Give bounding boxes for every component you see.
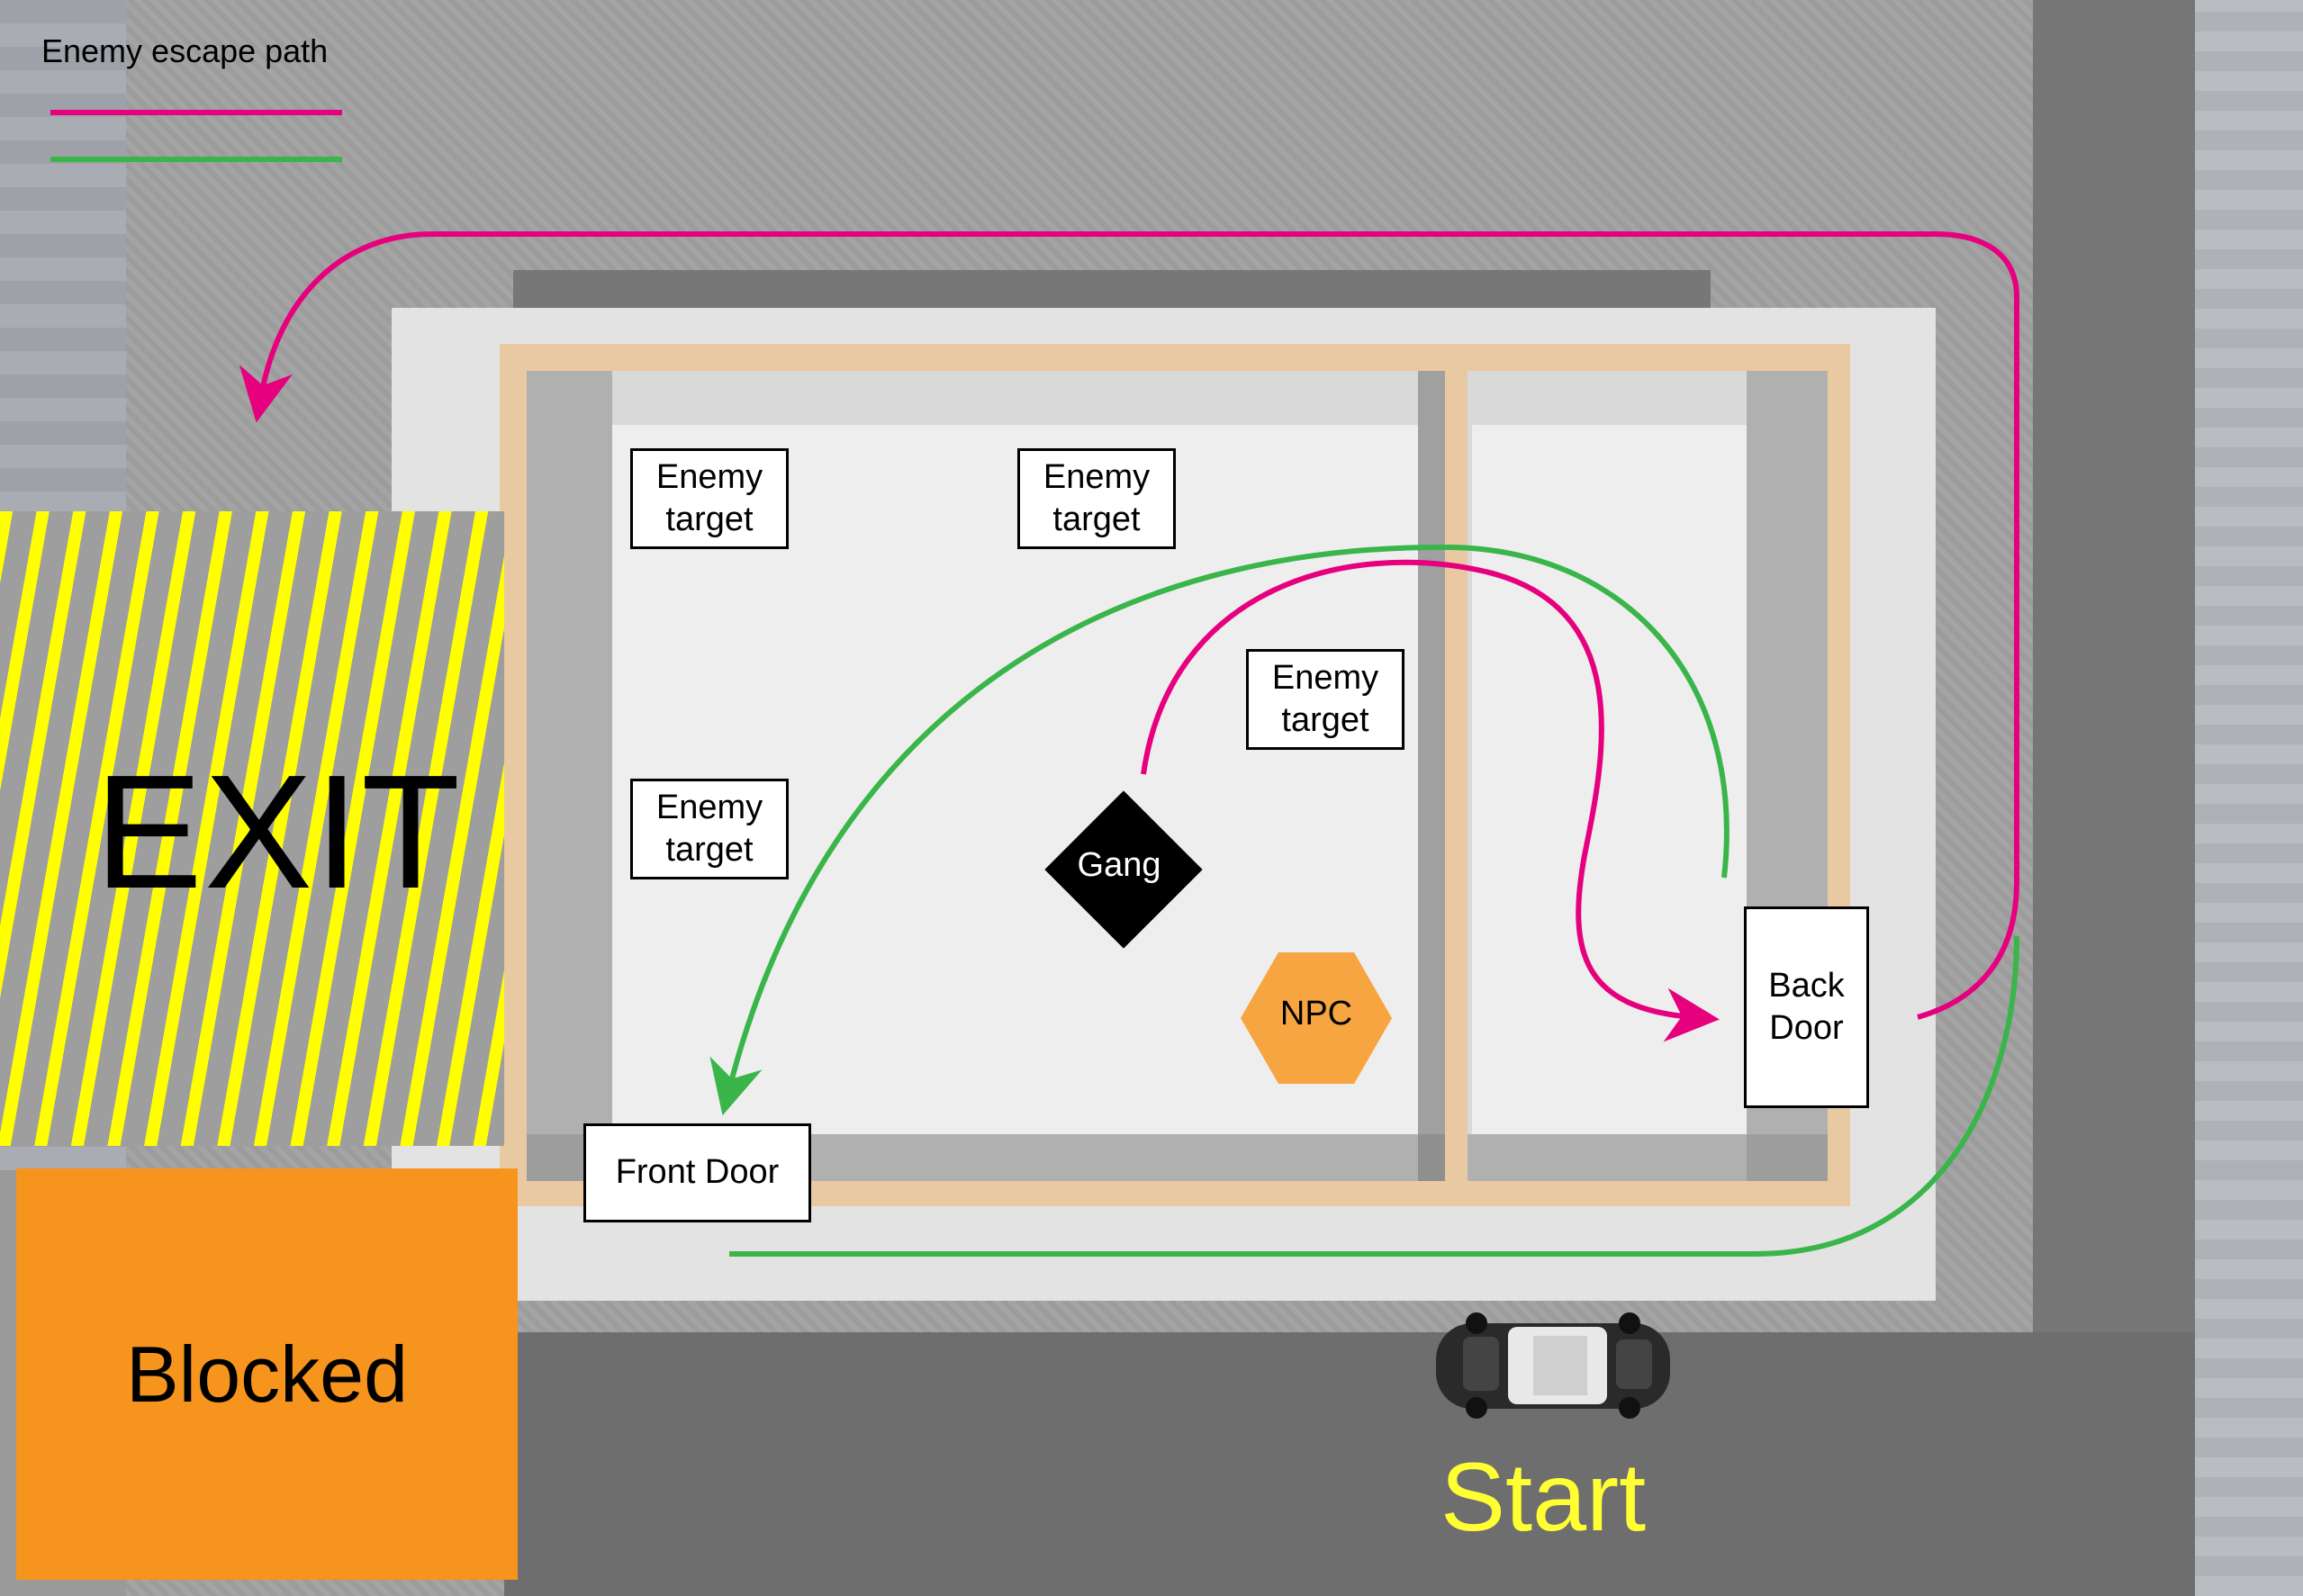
road-right xyxy=(2033,0,2195,1596)
start-label: Start xyxy=(1441,1442,1647,1551)
enemy-target: Enemy target xyxy=(630,448,789,549)
gang-label: Gang xyxy=(1077,846,1161,884)
magenta-outer-path xyxy=(239,231,2019,1020)
enemy-target: Enemy target xyxy=(1017,448,1176,549)
right-building-roof xyxy=(2195,0,2303,1596)
exit-label: EXIT xyxy=(95,742,463,923)
main-room-wall-shadow xyxy=(527,371,612,1181)
interior-wall xyxy=(1418,371,1445,1181)
enemy-target: Enemy target xyxy=(630,779,789,879)
front-door: Front Door xyxy=(583,1123,811,1222)
back-room-floor-shadow xyxy=(1468,1134,1828,1181)
npc-marker xyxy=(1241,952,1392,1084)
npc-label: NPC xyxy=(1279,995,1353,1032)
green-outer-path xyxy=(729,935,2019,1257)
blocked-label: Blocked xyxy=(125,1329,409,1419)
back-door: Back Door xyxy=(1744,906,1869,1108)
exit-zone xyxy=(0,511,504,1146)
enemy-target: Enemy target xyxy=(1246,649,1404,750)
green-inner-path xyxy=(709,544,1730,1116)
magenta-inner-path xyxy=(1141,559,1720,1042)
legend-magenta-line xyxy=(50,110,342,115)
legend-green-line xyxy=(50,157,342,162)
police-car-icon xyxy=(1436,1312,1670,1419)
legend-title: Enemy escape path xyxy=(41,32,329,69)
blocked-zone: Blocked xyxy=(16,1168,518,1580)
road-bottom xyxy=(504,1332,2195,1596)
